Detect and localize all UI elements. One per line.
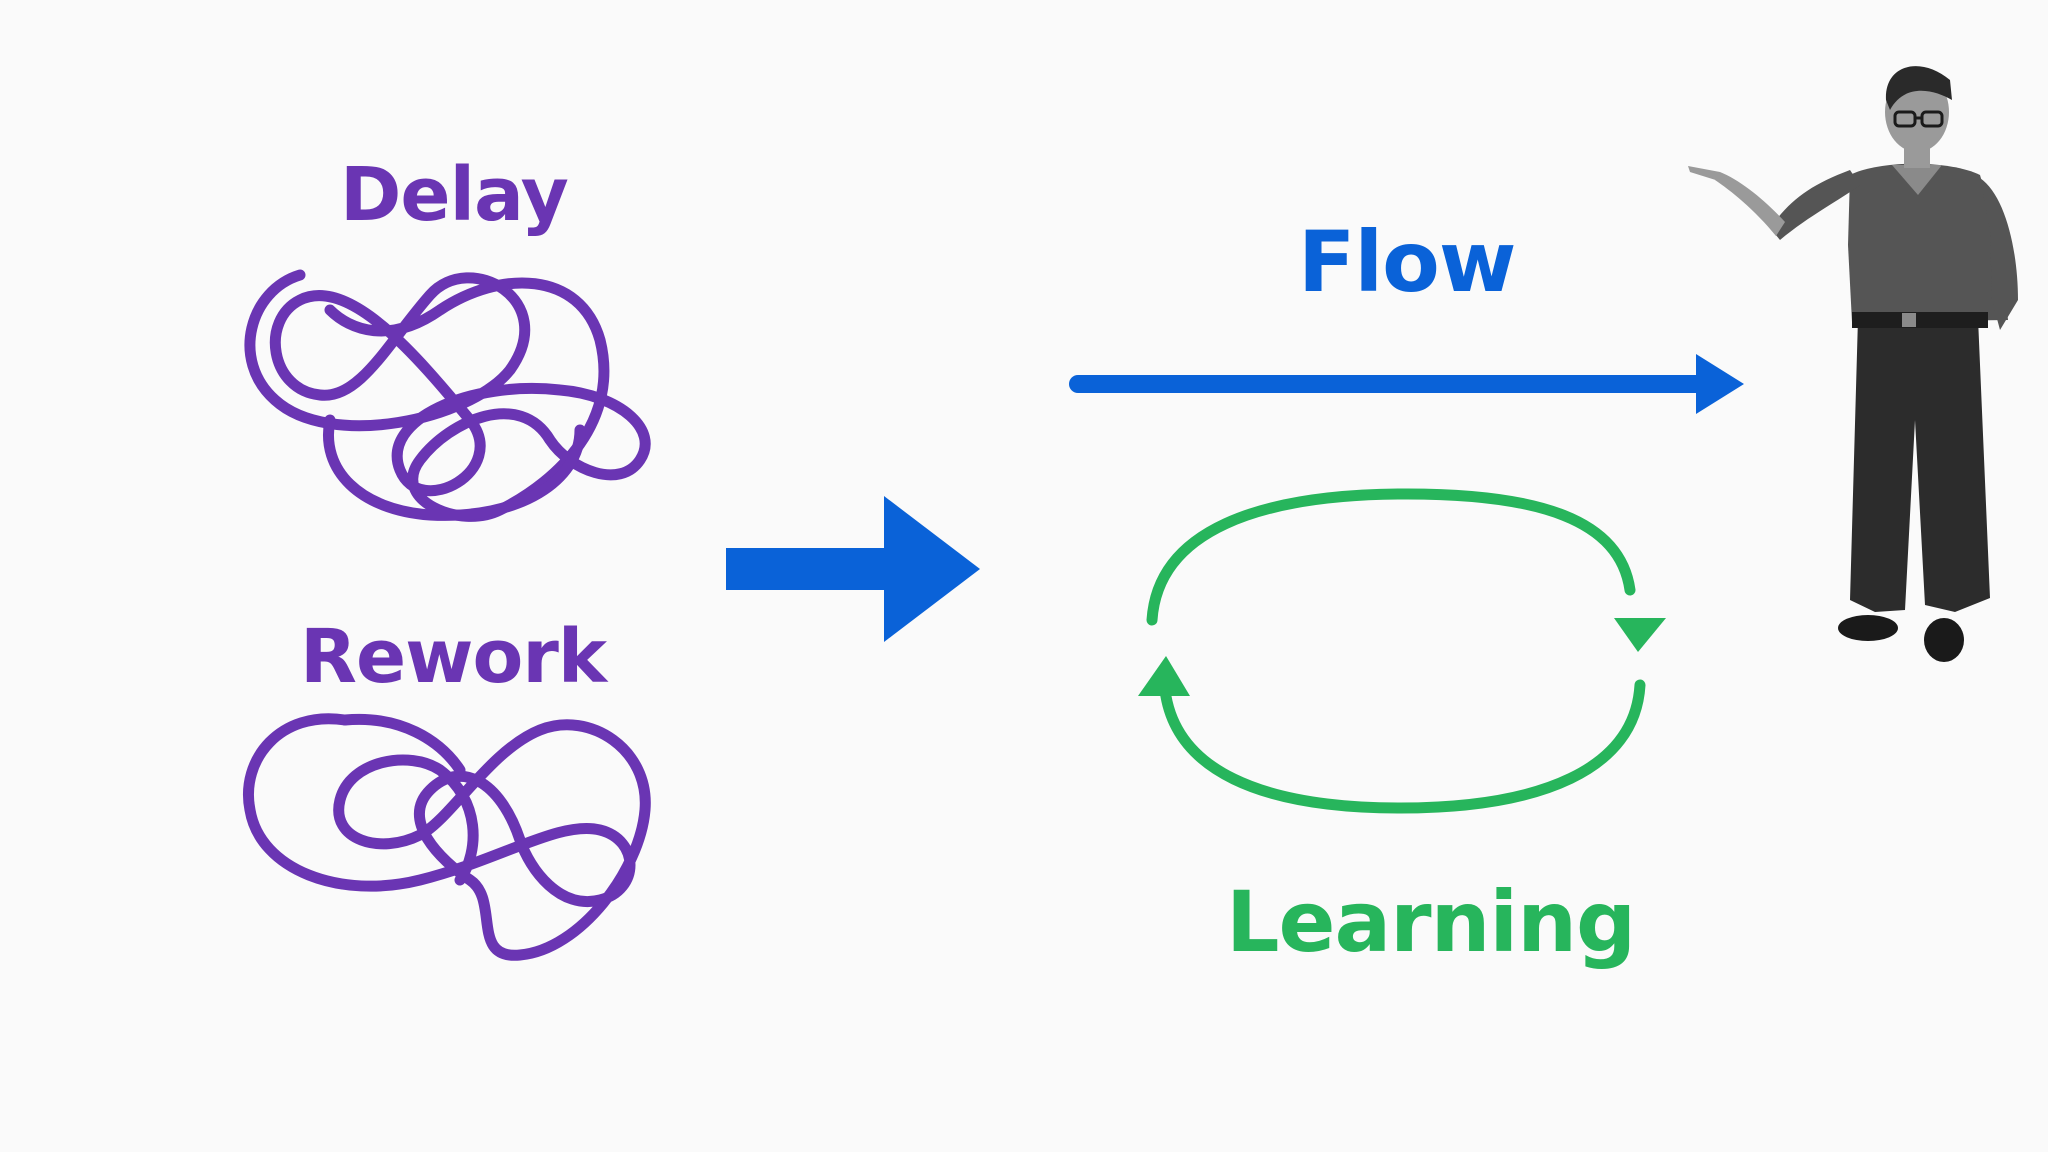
learning-arrowhead-left: [1138, 656, 1190, 696]
delay-label: Delay: [340, 152, 569, 238]
presenter-figure: [1688, 66, 2018, 662]
rework-label: Rework: [300, 614, 607, 700]
learning-arrowhead-right: [1614, 618, 1666, 652]
delay-tangle-icon: [244, 269, 651, 522]
flow-arrow-icon: [1069, 354, 1744, 414]
learning-cycle-icon: [1146, 488, 1646, 814]
flow-label: Flow: [1298, 213, 1516, 311]
learning-label: Learning: [1226, 873, 1636, 971]
transition-arrow-icon: [726, 496, 980, 642]
rework-tangle-icon: [243, 713, 651, 961]
